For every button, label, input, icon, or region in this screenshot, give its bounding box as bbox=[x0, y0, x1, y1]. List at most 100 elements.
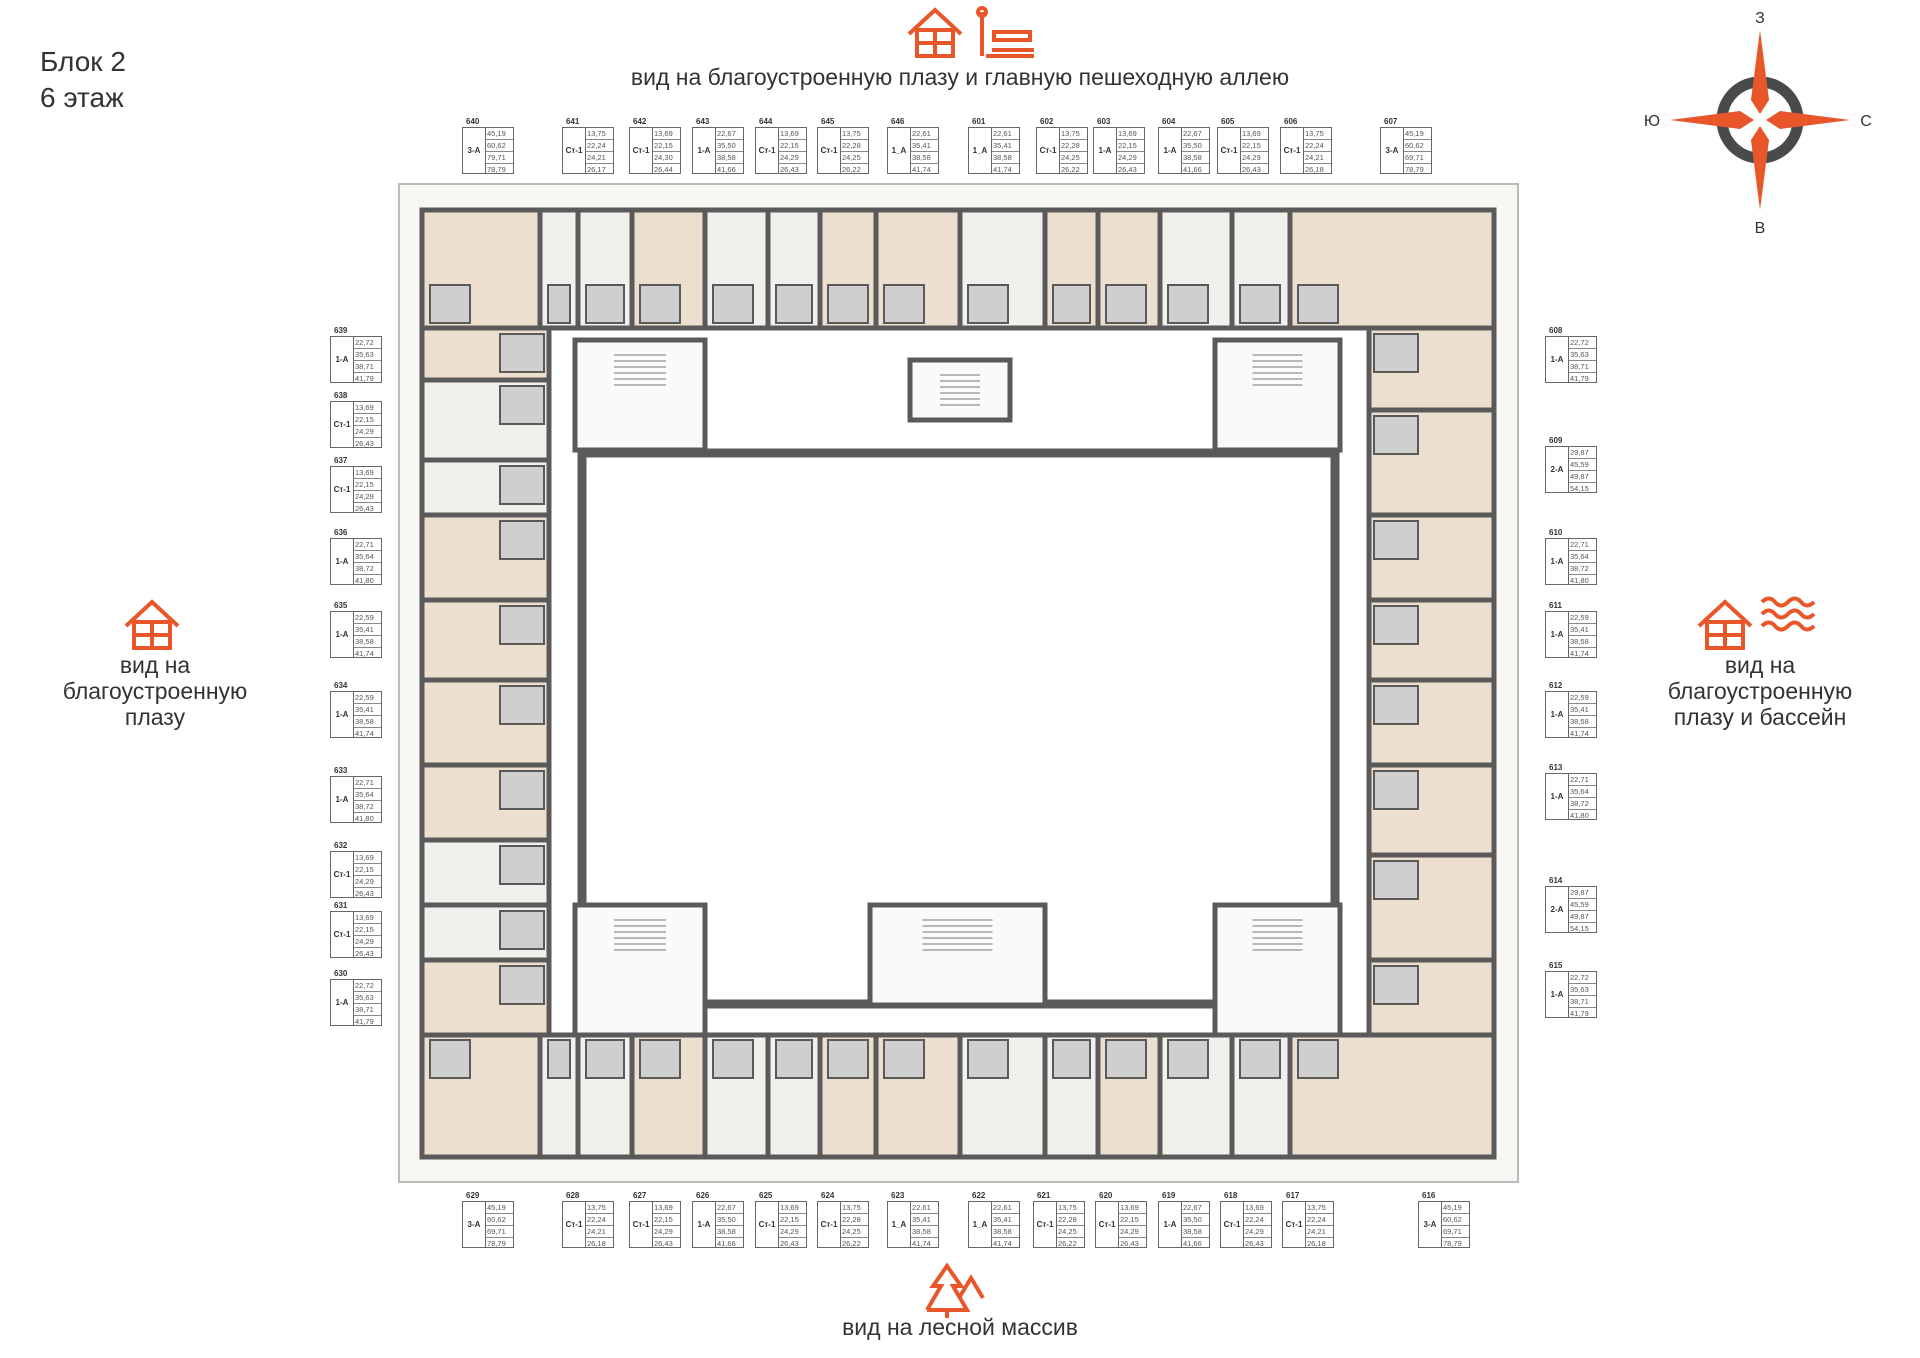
apartment-number: 601 bbox=[972, 117, 986, 126]
bathroom bbox=[1167, 284, 1209, 324]
apartment-area-value: 22,61 bbox=[992, 128, 1019, 140]
apartment-number: 643 bbox=[696, 117, 710, 126]
apartment-area-value: 35,41 bbox=[354, 704, 381, 716]
apartment-area-value: 22,67 bbox=[716, 128, 743, 140]
apartment-area-value: 35,41 bbox=[354, 624, 381, 636]
bathroom bbox=[1297, 284, 1339, 324]
apartment-area-value: 22,72 bbox=[1569, 972, 1596, 984]
bathroom bbox=[775, 1039, 813, 1079]
apartment-type: Ст-1 bbox=[756, 1202, 779, 1247]
apartment-area-value: 24,25 bbox=[841, 152, 868, 164]
bathroom bbox=[499, 605, 545, 645]
apartment-area-value: 26,43 bbox=[1245, 1239, 1264, 1248]
apartment-number: 618 bbox=[1224, 1191, 1238, 1200]
apartment-area-value: 26,43 bbox=[355, 439, 374, 448]
apartment-area-value: 35,41 bbox=[992, 1214, 1019, 1226]
bathroom bbox=[1373, 415, 1419, 455]
bathroom bbox=[775, 284, 813, 324]
apartment-type: Ст-1 bbox=[630, 1202, 653, 1247]
apartment-area-value: 13,69 bbox=[354, 402, 381, 414]
apartment-area-value: 13,75 bbox=[586, 128, 613, 140]
bathroom bbox=[639, 1039, 681, 1079]
apartment-number: 615 bbox=[1549, 961, 1563, 970]
apartment-area-value: 38,58 bbox=[992, 1226, 1019, 1238]
apartment-area-value: 35,41 bbox=[1569, 624, 1596, 636]
apartment-number: 635 bbox=[334, 601, 348, 610]
apartment-area-value: 13,75 bbox=[841, 128, 868, 140]
apartment-area-value: 26,43 bbox=[1120, 1239, 1139, 1248]
apartment-area-value: 22,72 bbox=[354, 337, 381, 349]
apartment-area-value: 24,30 bbox=[653, 152, 680, 164]
apartment-area-value: 22,71 bbox=[1569, 774, 1596, 786]
apartment-area-value: 38,71 bbox=[1569, 996, 1596, 1008]
apartment-number: 606 bbox=[1284, 117, 1298, 126]
apartment-area-value: 13,69 bbox=[1119, 1202, 1146, 1214]
apartment-area-value: 45,19 bbox=[486, 128, 513, 140]
apartment-area-value: 38,58 bbox=[354, 636, 381, 648]
apartment-type: Ст-1 bbox=[1281, 128, 1304, 173]
apartment-area-value: 22,15 bbox=[1119, 1214, 1146, 1226]
apartment-number: 641 bbox=[566, 117, 580, 126]
stair-core bbox=[572, 902, 708, 1038]
apartment-area-value: 38,58 bbox=[1569, 716, 1596, 728]
apartment-area-value: 38,72 bbox=[1569, 798, 1596, 810]
apartment-area-value: 41,74 bbox=[1570, 729, 1589, 738]
apartment-area-value: 35,41 bbox=[911, 1214, 938, 1226]
apartment-type: Ст-1 bbox=[563, 128, 586, 173]
apartment-number: 630 bbox=[334, 969, 348, 978]
apartment-area-value: 22,15 bbox=[653, 1214, 680, 1226]
apartment-number: 631 bbox=[334, 901, 348, 910]
bathroom bbox=[967, 284, 1009, 324]
apartment-area-value: 35,50 bbox=[716, 140, 743, 152]
apartment-type: 1-А bbox=[1546, 612, 1569, 657]
bathroom bbox=[429, 284, 471, 324]
apartment-area-value: 60,62 bbox=[1404, 140, 1431, 152]
apartment-area-value: 49,87 bbox=[1569, 911, 1596, 923]
apartment-area-value: 45,19 bbox=[1404, 128, 1431, 140]
apartment-number: 602 bbox=[1040, 117, 1054, 126]
apartment-area-value: 13,75 bbox=[1060, 128, 1087, 140]
apartment-area-value: 41,74 bbox=[912, 1239, 931, 1248]
apartment-area-value: 22,59 bbox=[1569, 692, 1596, 704]
apartment-area-value: 35,64 bbox=[354, 551, 381, 563]
bathroom bbox=[1373, 520, 1419, 560]
